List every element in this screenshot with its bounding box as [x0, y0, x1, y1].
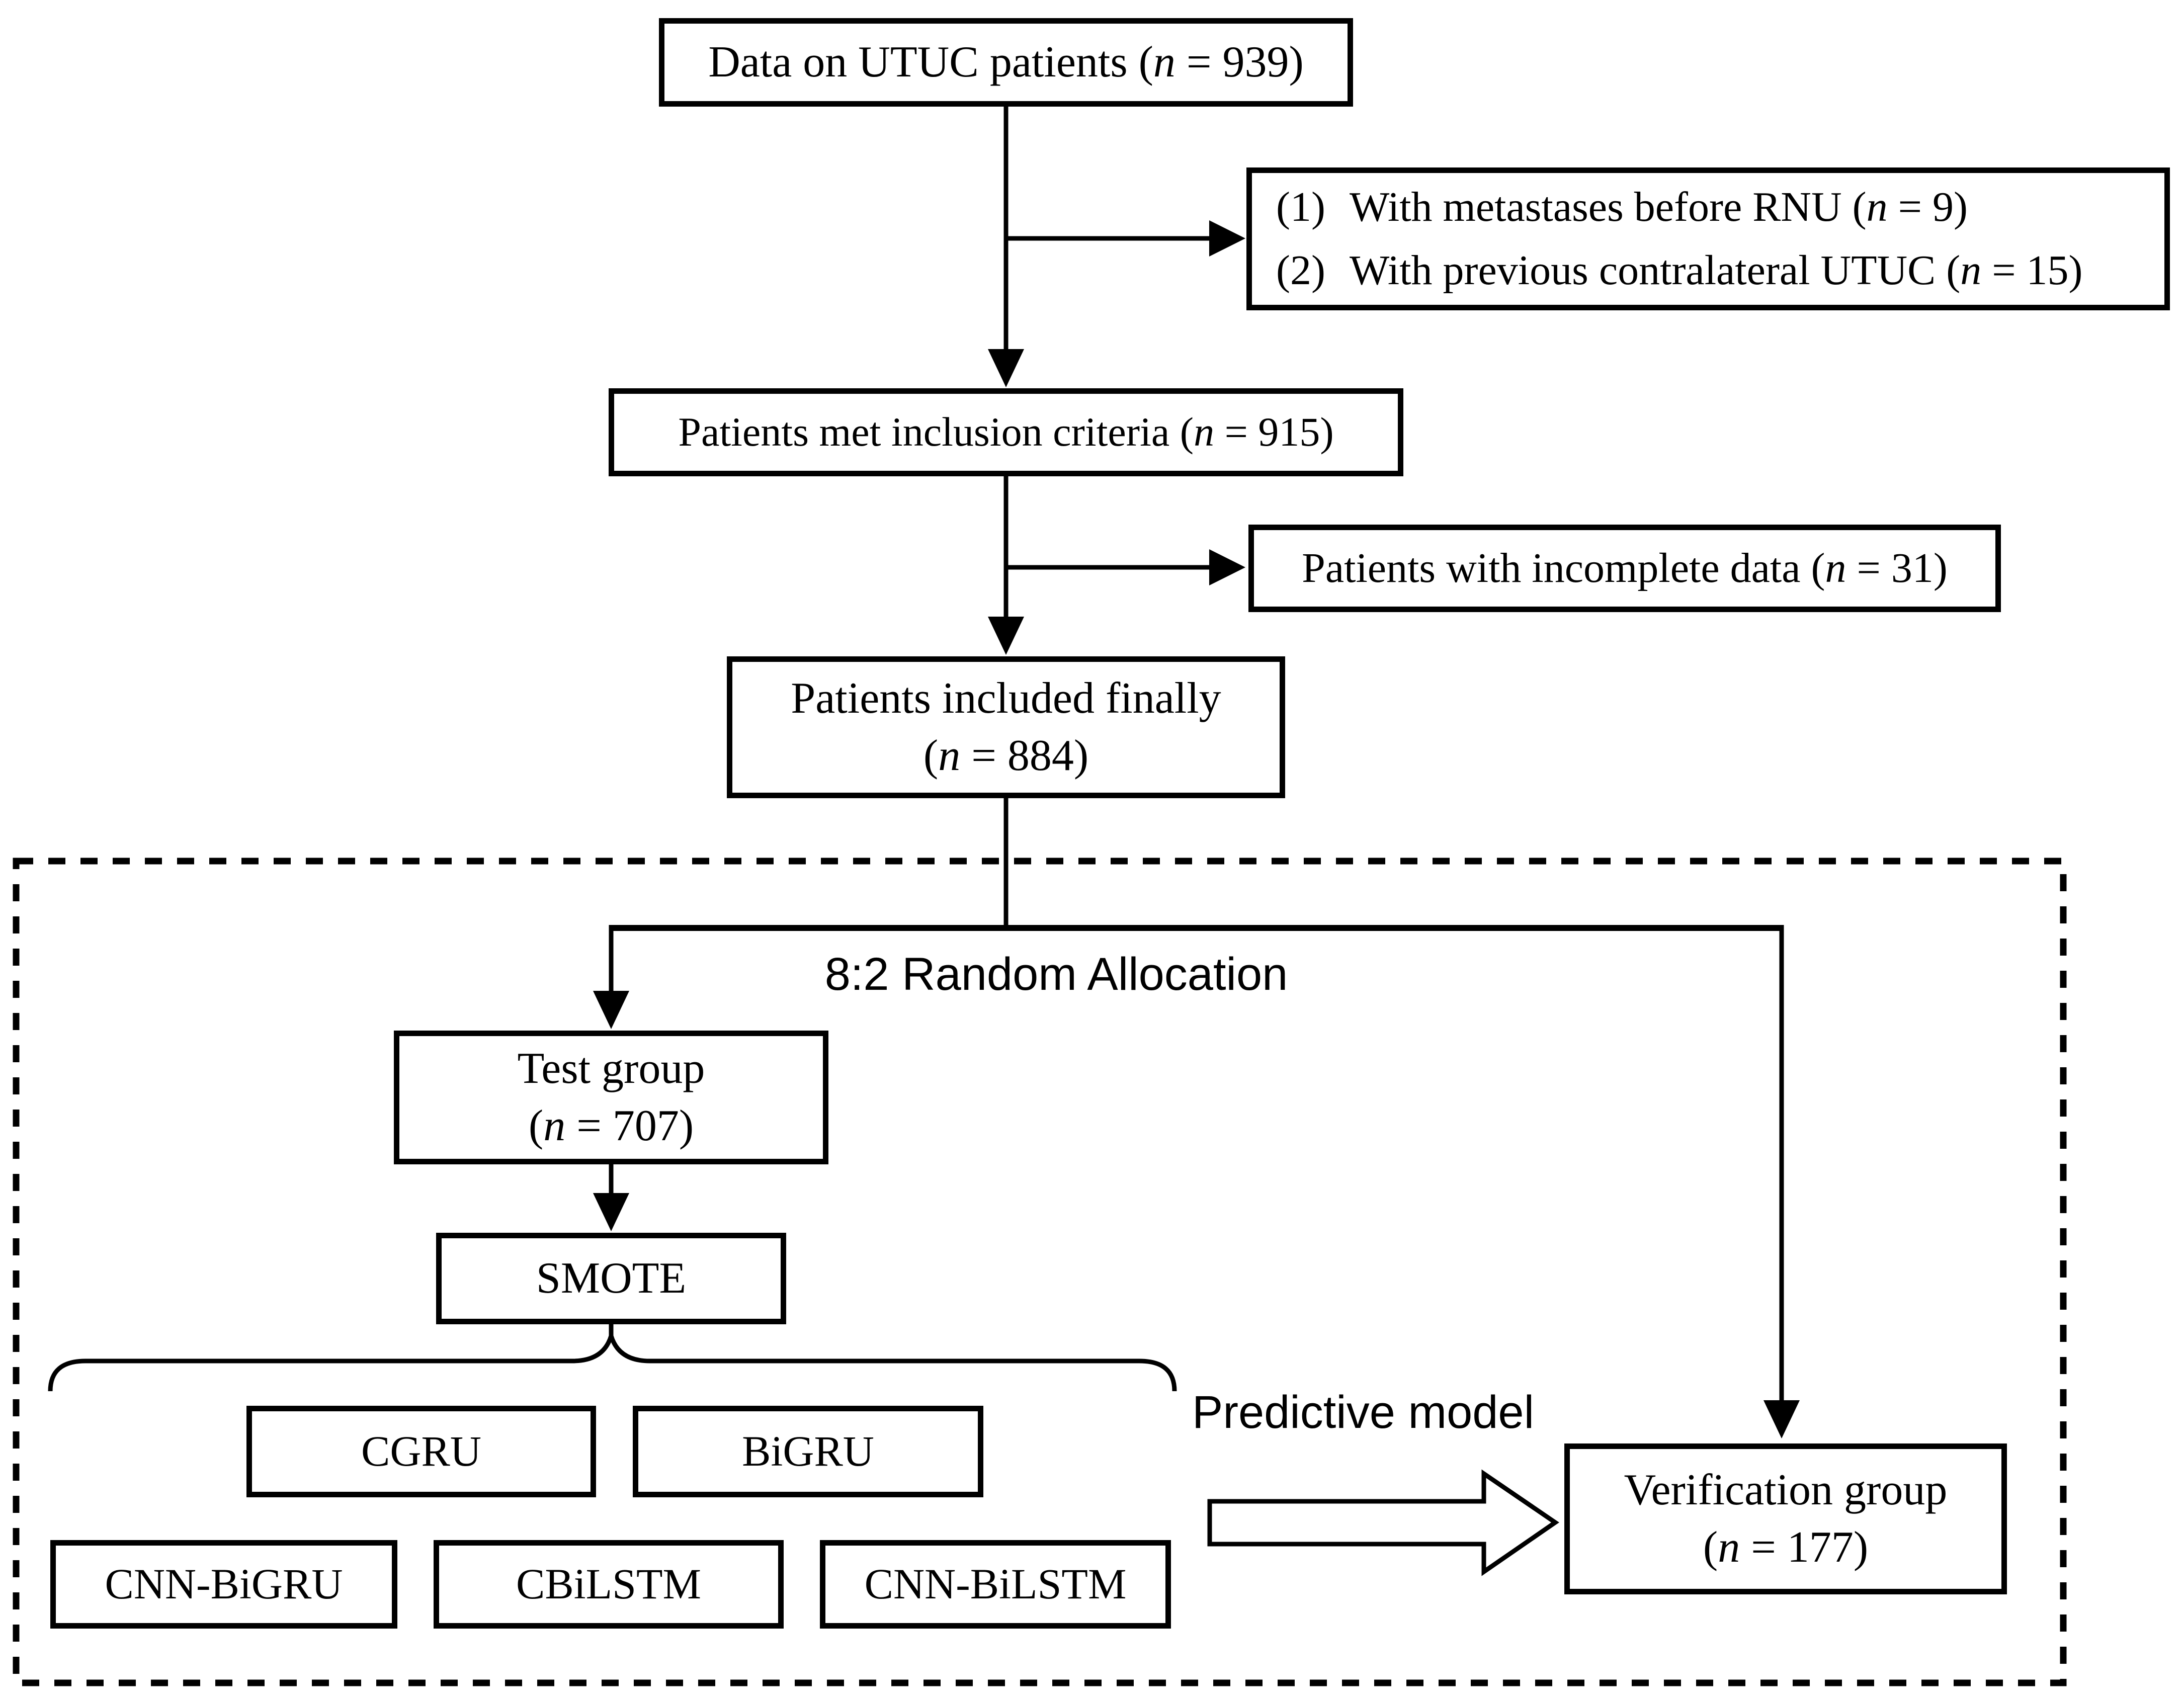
box-test-group: Test group (n = 707): [394, 1031, 828, 1164]
box-test-group-line1: Test group: [517, 1044, 705, 1093]
box-included-finally-line1: Patients included finally: [791, 673, 1221, 723]
box-inclusion-criteria: Patients met inclusion criteria (n = 915…: [609, 388, 1403, 476]
box-smote: SMOTE: [436, 1233, 786, 1324]
arrow-test-to-smote: [593, 1164, 629, 1231]
box-model-cnn-bigru: CNN-BiGRU: [50, 1540, 397, 1629]
box-model-cnn-bilstm-label: CNN-BiLSTM: [864, 1560, 1127, 1608]
exclusion-item-2-text: With previous contralateral UTUC (n = 15…: [1349, 247, 2083, 294]
exclusion-item-2: (2) With previous contralateral UTUC (n …: [1252, 239, 2083, 302]
arrow-data-to-inclusion: [988, 107, 1024, 387]
brace-models: [48, 1323, 1177, 1392]
box-data-utuc-patients-label: Data on UTUC patients (n = 939): [708, 37, 1304, 87]
box-verification-group: Verification group (n = 177): [1564, 1443, 2007, 1594]
box-model-cbilstm-label: CBiLSTM: [516, 1560, 701, 1608]
box-verification-group-line2: (n = 177): [1703, 1523, 1869, 1572]
box-incomplete-data-label: Patients with incomplete data (n = 31): [1302, 545, 1948, 592]
box-model-cnn-bilstm: CNN-BiLSTM: [820, 1540, 1171, 1629]
box-smote-label: SMOTE: [536, 1253, 687, 1303]
arrow-inclusion-to-final: [988, 476, 1024, 655]
dashed-analysis-region: [13, 858, 2067, 1686]
box-model-cnn-bigru-label: CNN-BiGRU: [105, 1560, 343, 1608]
label-predictive-model: Predictive model: [1192, 1386, 1535, 1438]
exclusion-item-2-number: (2): [1276, 247, 1325, 294]
exclusion-item-1-text: With metastases before RNU (n = 9): [1349, 184, 1968, 230]
arrow-to-exclusions: [1006, 220, 1245, 257]
predictive-model-arrow: [1207, 1469, 1559, 1576]
box-exclusions: (1) With metastases before RNU (n = 9) (…: [1246, 167, 2170, 310]
box-inclusion-criteria-label: Patients met inclusion criteria (n = 915…: [678, 409, 1334, 455]
box-included-finally-line2: (n = 884): [923, 731, 1089, 780]
exclusion-item-1: (1) With metastases before RNU (n = 9): [1252, 176, 1968, 239]
box-model-bigru: BiGRU: [633, 1406, 983, 1497]
box-model-cgru: CGRU: [246, 1406, 596, 1497]
arrow-to-verification-group: [1763, 925, 1800, 1438]
box-data-utuc-patients: Data on UTUC patients (n = 939): [659, 18, 1353, 107]
arrow-to-test-group: [593, 925, 629, 1029]
box-test-group-line2: (n = 707): [528, 1101, 694, 1150]
box-incomplete-data: Patients with incomplete data (n = 31): [1248, 525, 2001, 612]
box-model-bigru-label: BiGRU: [742, 1427, 874, 1476]
exclusion-item-1-number: (1): [1276, 184, 1325, 230]
box-verification-group-line1: Verification group: [1624, 1465, 1948, 1514]
box-model-cgru-label: CGRU: [361, 1427, 481, 1476]
label-random-allocation: 8:2 Random Allocation: [824, 948, 1288, 1000]
box-included-finally: Patients included finally (n = 884): [727, 656, 1285, 798]
box-model-cbilstm: CBiLSTM: [434, 1540, 784, 1629]
arrow-to-incomplete: [1006, 549, 1245, 585]
